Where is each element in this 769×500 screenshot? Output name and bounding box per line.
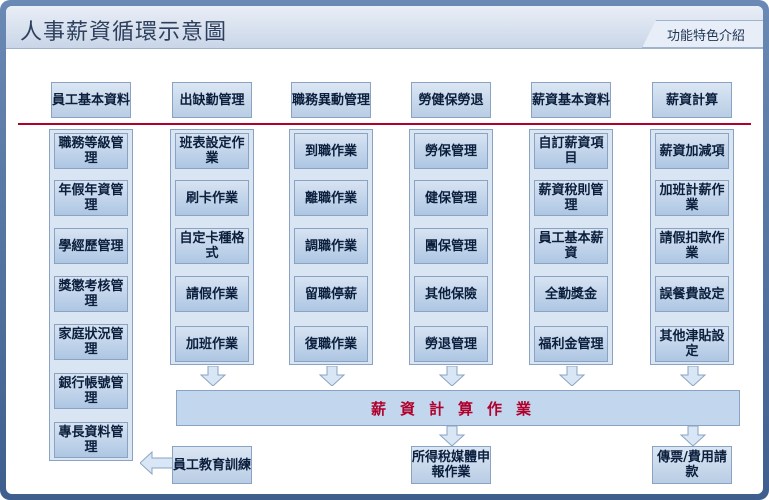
column-salary-basic: 自訂薪資項目 薪資稅則管理 員工基本薪資 全勤獎金 福利金管理	[529, 129, 613, 365]
list-item: 員工基本薪資	[534, 228, 608, 264]
diagram-canvas: 人事薪資循環示意圖 功能特色介紹 員工基本資料 出缺勤管理 職務異動管理 勞健保…	[6, 6, 763, 494]
list-item: 健保管理	[414, 180, 488, 216]
list-item: 加班計薪作業	[655, 180, 729, 216]
list-item: 請假作業	[175, 276, 249, 312]
list-item: 年假年資管理	[54, 180, 128, 216]
header-employee-basic: 員工基本資料	[51, 82, 131, 118]
list-item: 勞保管理	[414, 133, 488, 169]
list-item: 家庭狀況管理	[54, 324, 128, 360]
list-item: 調職作業	[294, 228, 368, 264]
down-arrow-icon	[559, 366, 585, 386]
down-arrow-icon	[319, 366, 345, 386]
list-item: 勞退管理	[414, 326, 488, 362]
header-insurance: 勞健保勞退	[411, 82, 491, 118]
list-item: 請假扣款作業	[655, 228, 729, 264]
column-job-change: 到職作業 離職作業 調職作業 留職停薪 復職作業	[289, 129, 373, 365]
list-item: 銀行帳號管理	[54, 373, 128, 409]
list-item: 自定卡種格式	[175, 228, 249, 264]
left-arrow-icon	[140, 451, 174, 475]
list-item: 專長資料管理	[54, 422, 128, 458]
column-insurance: 勞保管理 健保管理 團保管理 其他保險 勞退管理	[409, 129, 493, 365]
list-item: 刷卡作業	[175, 180, 249, 216]
list-item: 自訂薪資項目	[534, 133, 608, 169]
list-item: 留職停薪	[294, 276, 368, 312]
divider-line	[18, 123, 751, 125]
column-salary-calc: 薪資加減項 加班計薪作業 請假扣款作業 誤餐費設定 其他津貼設定	[650, 129, 734, 365]
header-job-change: 職務異動管理	[291, 82, 371, 118]
list-item: 誤餐費設定	[655, 276, 729, 312]
list-item: 其他保險	[414, 276, 488, 312]
list-item: 離職作業	[294, 180, 368, 216]
list-item: 職務等級管理	[54, 133, 128, 169]
column-employee-basic: 職務等級管理 年假年資管理 學經歷管理 獎懲考核管理 家庭狀況管理 銀行帳號管理…	[49, 129, 133, 461]
down-arrow-icon	[680, 426, 706, 446]
list-item: 全勤獎金	[534, 276, 608, 312]
down-arrow-icon	[200, 366, 226, 386]
column-attendance: 班表設定作業 刷卡作業 自定卡種格式 請假作業 加班作業	[170, 129, 254, 365]
list-item: 復職作業	[294, 326, 368, 362]
feature-tag-label: 功能特色介紹	[667, 29, 746, 44]
list-item: 學經歷管理	[54, 228, 128, 264]
box-voucher-expense: 傳票/費用請款	[652, 446, 732, 484]
list-item: 薪資稅則管理	[534, 180, 608, 216]
box-income-tax-filing: 所得稅媒體申報作業	[411, 446, 491, 484]
header-attendance: 出缺勤管理	[172, 82, 252, 118]
list-item: 到職作業	[294, 133, 368, 169]
header-salary-basic: 薪資基本資料	[531, 82, 611, 118]
page-title: 人事薪資循環示意圖	[20, 20, 228, 45]
box-employee-training: 員工教育訓練	[172, 446, 252, 484]
list-item: 福利金管理	[534, 326, 608, 362]
list-item: 團保管理	[414, 228, 488, 264]
list-item: 薪資加減項	[655, 133, 729, 169]
list-item: 班表設定作業	[175, 133, 249, 169]
list-item: 獎懲考核管理	[54, 276, 128, 312]
title-bar: 人事薪資循環示意圖 功能特色介紹	[6, 6, 763, 49]
feature-tag[interactable]: 功能特色介紹	[642, 20, 763, 48]
down-arrow-icon	[439, 366, 465, 386]
down-arrow-icon	[439, 426, 465, 446]
list-item: 其他津貼設定	[655, 326, 729, 362]
salary-calc-bar: 薪資計算作業	[176, 390, 740, 426]
list-item: 加班作業	[175, 326, 249, 362]
header-salary-calc: 薪資計算	[652, 82, 732, 118]
down-arrow-icon	[680, 366, 706, 386]
